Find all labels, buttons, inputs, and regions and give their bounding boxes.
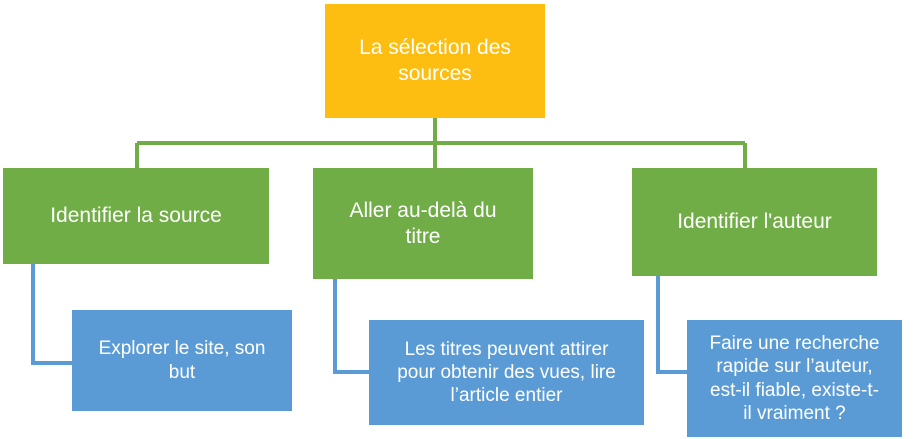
branch-node-aller-au-dela-du-titre[interactable]: Aller au-delà du titre (313, 168, 533, 279)
connector-leaf-3 (656, 276, 687, 374)
branch-node-label: Identifier l'auteur (677, 210, 832, 234)
leaf-node-label: Les titres peuvent attirer pour obtenir … (397, 338, 616, 407)
leaf-node-explorer-le-site[interactable]: Explorer le site, son but (72, 310, 292, 411)
leaf-node-les-titres-peuvent-attirer[interactable]: Les titres peuvent attirer pour obtenir … (369, 320, 644, 425)
leaf-node-label: Explorer le site, son but (98, 338, 266, 383)
connector-leaf-2 (333, 279, 369, 374)
branch-node-identifier-lauteur[interactable]: Identifier l'auteur (632, 168, 877, 276)
root-node-selection-des-sources[interactable]: La sélection des sources (325, 4, 545, 118)
leaf-node-label: Faire une recherche rapide sur l’auteur,… (709, 333, 880, 424)
branch-node-label: Aller au-delà du titre (349, 198, 497, 248)
branch-node-identifier-la-source[interactable]: Identifier la source (3, 168, 269, 264)
connector-leaf-1 (31, 264, 72, 365)
root-node-label: La sélection des sources (359, 36, 511, 85)
leaf-node-faire-une-recherche-rapide[interactable]: Faire une recherche rapide sur l’auteur,… (687, 320, 902, 437)
branch-node-label: Identifier la source (50, 204, 222, 228)
